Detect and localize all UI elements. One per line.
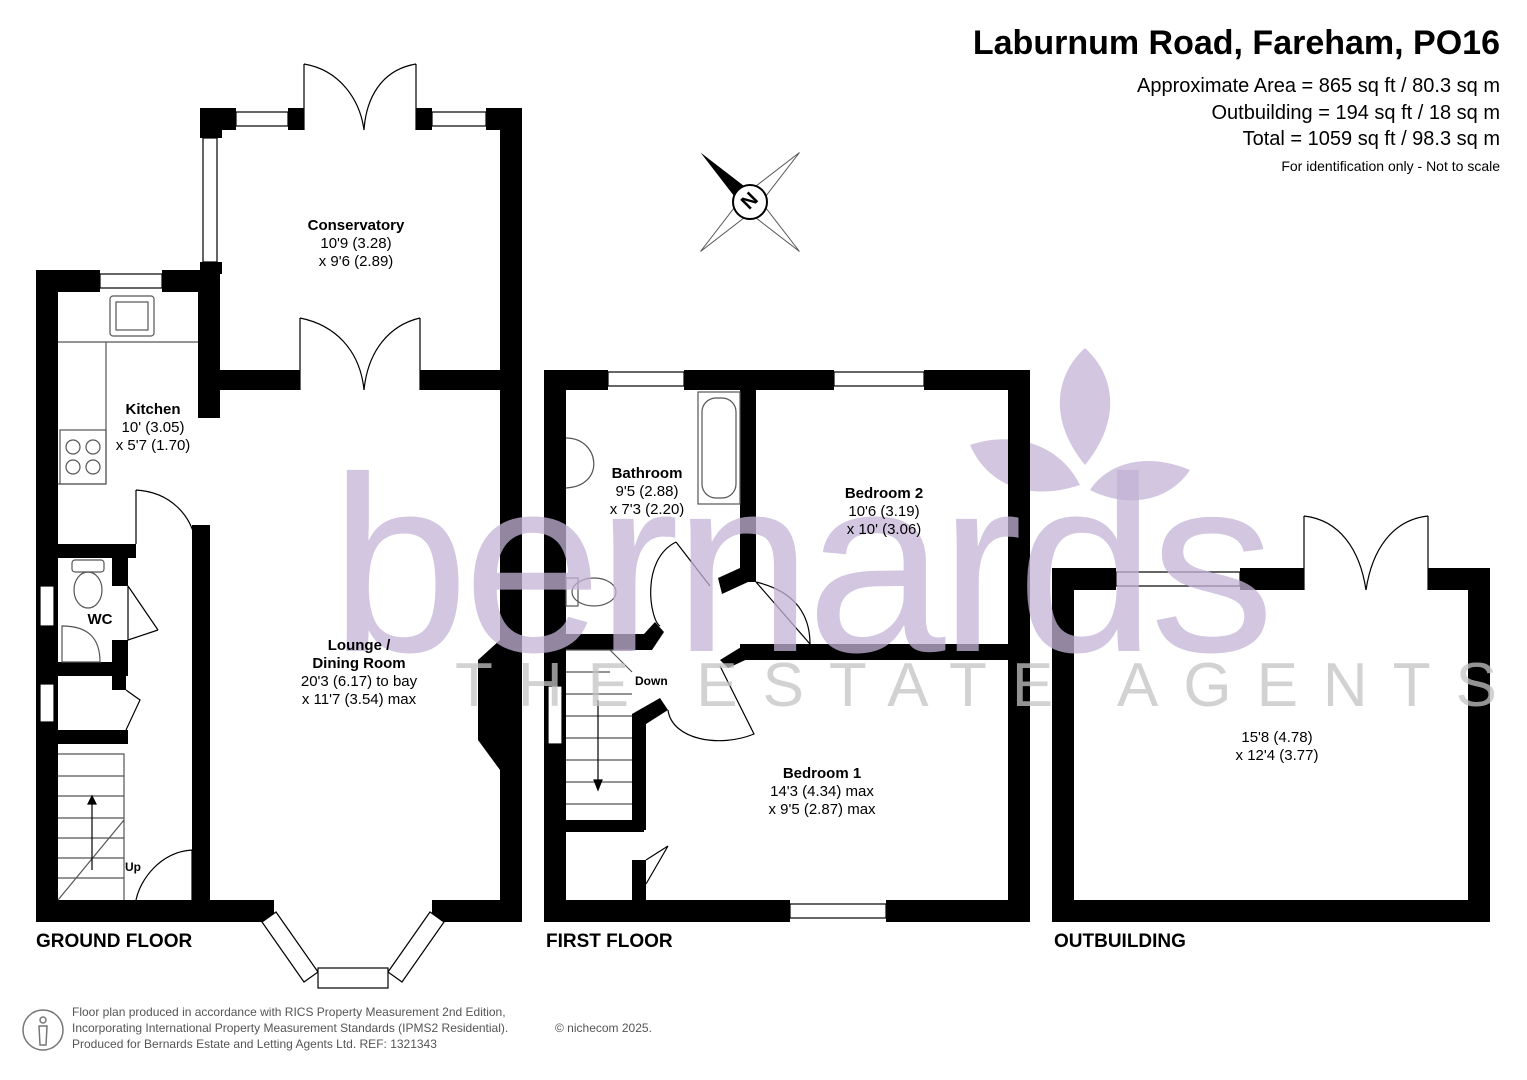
footer-notes: Floor plan produced in accordance with R… — [72, 1004, 508, 1052]
kitchen-label: Kitchen 10' (3.05) x 5'7 (1.70) — [115, 401, 191, 454]
ground-floor-label: GROUND FLOOR — [36, 931, 193, 952]
watermark-tagline: THE ESTATE AGENTS — [455, 651, 1522, 720]
first-floor-doors — [645, 541, 811, 885]
first-floor-fixtures — [565, 391, 741, 805]
footer-line-3: Produced for Bernards Estate and Letting… — [72, 1037, 437, 1051]
outbuilding-door — [1303, 515, 1429, 591]
ground-floor-doors — [125, 63, 421, 901]
bedroom2-label: Bedroom 2 10'6 (3.19) x 10' (3.06) — [844, 485, 924, 538]
first-floor-windows — [547, 371, 925, 919]
compass-icon — [700, 152, 800, 252]
outbuilding-label: OUTBUILDING — [1054, 931, 1186, 952]
first-floor-walls — [544, 370, 1030, 922]
property-title: Laburnum Road, Fareham, PO16 — [972, 24, 1500, 62]
ground-floor-windows — [39, 111, 487, 989]
approximate-area: Approximate Area = 865 sq ft / 80.3 sq m — [1137, 75, 1500, 97]
total-area: Total = 1059 sq ft / 98.3 sq m — [1242, 128, 1500, 150]
stairs-up-label: Up — [125, 860, 141, 874]
person-icon — [22, 1009, 64, 1051]
outbuilding-walls — [1052, 568, 1490, 922]
footer-line-1: Floor plan produced in accordance with R… — [72, 1005, 506, 1019]
ground-floor-walls — [36, 108, 522, 922]
scale-note: For identification only - Not to scale — [1281, 158, 1500, 174]
first-floor-label: FIRST FLOOR — [546, 931, 673, 952]
copyright: © nichecom 2025. — [555, 1021, 652, 1035]
lounge-label: Lounge / Dining Room 20'3 (6.17) to bay … — [300, 637, 418, 708]
ground-floor-fixtures — [57, 295, 198, 901]
outbuilding-area: Outbuilding = 194 sq ft / 18 sq m — [1211, 102, 1500, 124]
wc-label: WC — [87, 611, 113, 628]
bedroom1-label: Bedroom 1 14'3 (4.34) max x 9'5 (2.87) m… — [768, 765, 876, 818]
conservatory-label: Conservatory 10'9 (3.28) x 9'6 (2.89) — [307, 217, 405, 270]
bathroom-label: Bathroom 9'5 (2.88) x 7'3 (2.20) — [609, 465, 685, 518]
down-arrow — [593, 700, 603, 792]
outbuilding-dimensions: 15'8 (4.78) x 12'4 (3.77) — [1235, 729, 1319, 764]
stairs-down-label: Down — [635, 674, 668, 688]
outbuilding-window — [1115, 571, 1241, 587]
up-arrow — [87, 794, 97, 870]
footer-line-2: Incorporating International Property Mea… — [72, 1021, 509, 1035]
watermark-name: bernards — [330, 425, 1275, 704]
